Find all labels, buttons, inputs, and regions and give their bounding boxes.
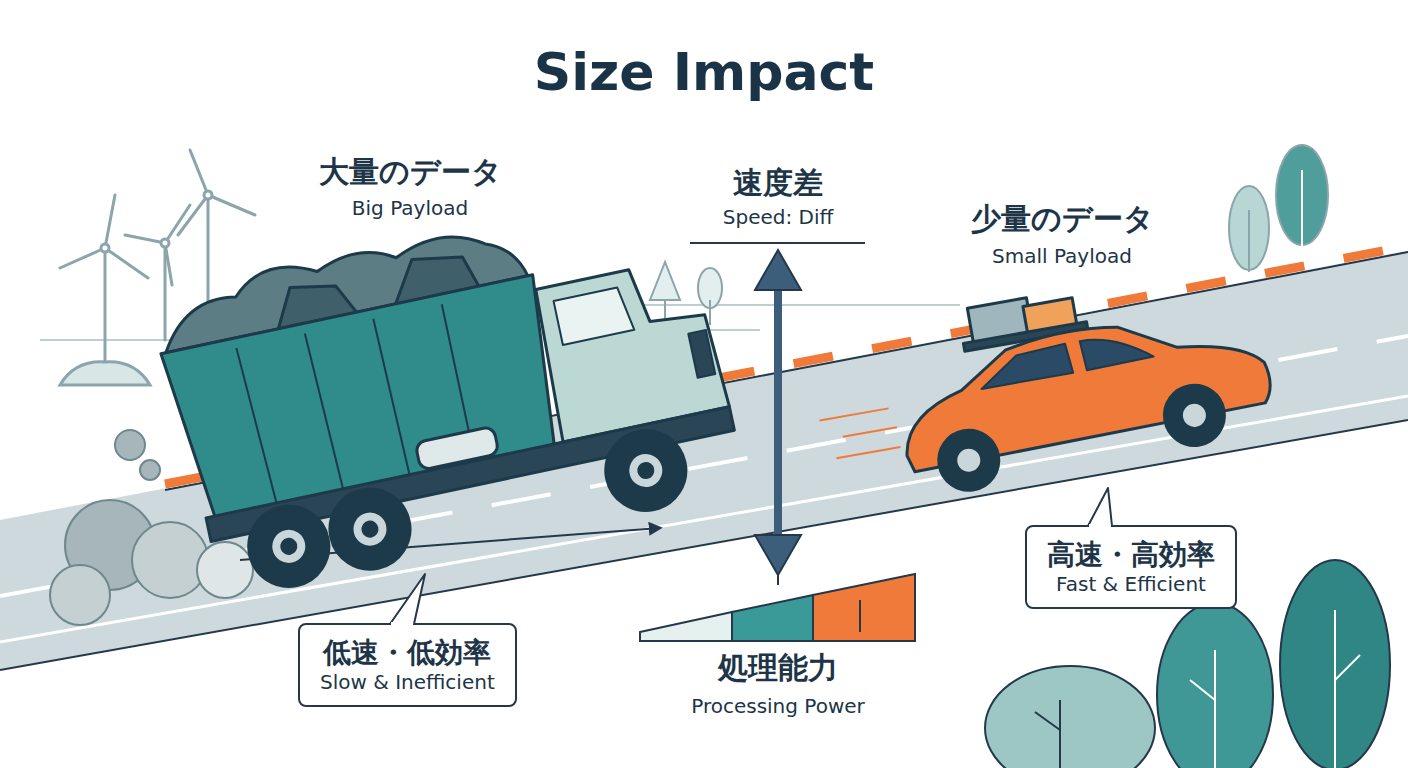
callout-pointer-joint xyxy=(391,622,413,626)
callout-box: 低速・低効率Slow & Inefficient xyxy=(298,623,517,707)
callout-subtitle: Fast & Efficient xyxy=(1047,572,1215,597)
label-heading: 速度差 xyxy=(733,166,823,201)
speed-diff-arrow xyxy=(690,243,865,585)
title: Size Impact xyxy=(534,42,874,102)
label-heading: 処理能力 xyxy=(718,651,838,686)
label-heading: 大量のデータ xyxy=(319,155,502,190)
callout-pointer xyxy=(1027,527,1028,528)
label-subtitle: Processing Power xyxy=(691,695,865,718)
label-subtitle: Big Payload xyxy=(352,197,468,220)
label-subtitle: Small Payload xyxy=(992,245,1132,268)
callout-pointer-path xyxy=(1088,488,1112,526)
label-subtitle: Speed: Diff xyxy=(723,206,834,229)
dump-truck xyxy=(149,182,748,603)
label-heading: 少量のデータ xyxy=(971,202,1154,237)
callout-pointer xyxy=(300,625,301,626)
callout-heading: 低速・低効率 xyxy=(320,635,495,670)
callout-box: 高速・高効率Fast & Efficient xyxy=(1025,525,1237,609)
processing-power-bar xyxy=(640,574,915,641)
sports-car xyxy=(805,259,1280,514)
callout-pointer-path xyxy=(390,574,425,624)
callout-subtitle: Slow & Inefficient xyxy=(320,670,495,695)
callout-pointer-joint xyxy=(1089,524,1111,528)
callout-heading: 高速・高効率 xyxy=(1047,537,1215,572)
